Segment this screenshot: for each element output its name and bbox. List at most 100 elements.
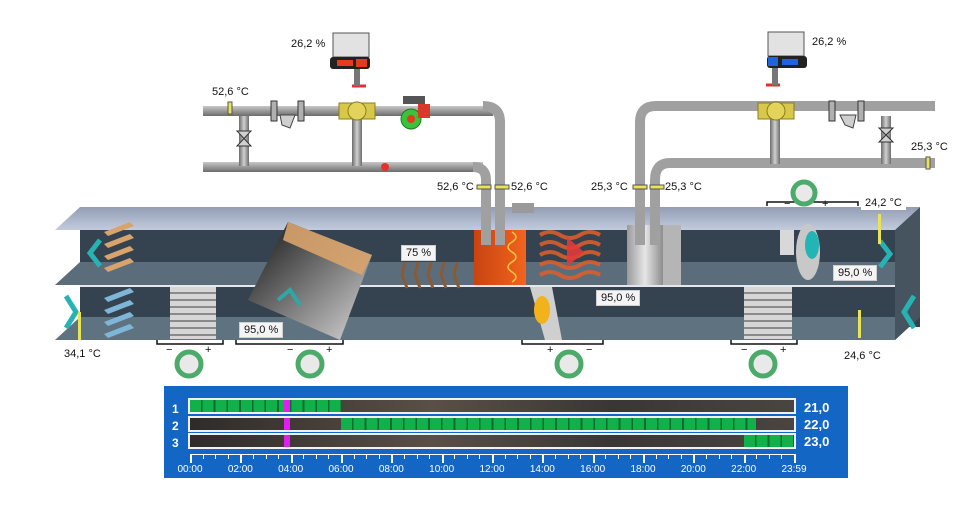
time-tick	[542, 454, 545, 463]
time-tick	[366, 454, 368, 459]
current-time-marker	[284, 435, 291, 447]
cooling-coil-in-temp: 25,3 °C	[591, 181, 628, 193]
heating-valve-position: 26,2 %	[291, 38, 326, 50]
plus-sign: +	[780, 344, 787, 356]
heating-active-arrow-icon	[567, 237, 584, 267]
return-air-arrow-icon	[901, 294, 917, 330]
heating-pump[interactable]	[400, 96, 430, 130]
cooling-coil-out-temp: 25,3 °C	[665, 181, 702, 193]
schedule-row-index: 2	[172, 419, 179, 433]
schedule-active-segment[interactable]	[190, 400, 341, 412]
schedule-row-1[interactable]	[188, 398, 796, 414]
time-tick	[454, 454, 456, 459]
heating-actuator[interactable]	[330, 32, 370, 86]
time-tick	[492, 454, 494, 463]
current-time-marker	[284, 400, 291, 412]
minus-sign: −	[784, 198, 791, 210]
time-tick	[303, 454, 305, 459]
heating-supply-temp: 52,6 °C	[212, 86, 249, 98]
heating-coil-in-sensor	[476, 184, 492, 190]
heating-3way-valve[interactable]	[338, 101, 376, 121]
heating-coil-out-sensor	[494, 184, 510, 190]
schedule-row-index: 1	[172, 402, 179, 416]
time-tick	[705, 454, 707, 459]
cooling-3way-valve[interactable]	[757, 101, 795, 121]
time-tick	[630, 454, 632, 459]
time-tick	[378, 454, 380, 459]
cooling-return-sensor	[925, 156, 931, 170]
time-label: 14:00	[529, 464, 555, 475]
time-tick	[353, 454, 355, 459]
supply-fan[interactable]	[780, 224, 820, 280]
plus-sign: +	[326, 344, 333, 356]
wheel-pressure-gauge[interactable]	[295, 349, 325, 379]
heat-recovery-wheel[interactable]	[248, 222, 372, 340]
heating-coil-in-temp: 52,6 °C	[437, 181, 474, 193]
schedule-setpoint: 22,0	[804, 417, 830, 432]
outdoor-air-damper[interactable]	[104, 288, 134, 338]
filter-pressure-gauge-1[interactable]	[174, 349, 204, 379]
time-label: 16:00	[580, 464, 606, 475]
outdoor-temp-sensor	[78, 312, 81, 340]
outdoor-air-arrow-icon	[63, 294, 79, 330]
outdoor-air-filter	[170, 287, 216, 339]
filter-pressure-gauge-2[interactable]	[748, 349, 778, 379]
time-tick	[567, 454, 569, 459]
time-tick	[643, 454, 645, 463]
supply-fan-pressure-gauge[interactable]	[790, 179, 818, 207]
heating-supply-sensor	[227, 101, 233, 115]
extract-fan[interactable]	[530, 287, 562, 340]
schedule-setpoint: 21,0	[804, 400, 830, 415]
time-tick	[592, 454, 595, 463]
bypass-damper[interactable]	[400, 261, 461, 289]
schedule-row-2[interactable]	[188, 416, 796, 432]
cooling-valve-position: 26,2 %	[812, 36, 847, 48]
minus-sign: −	[741, 344, 748, 356]
schedule-setpoint: 23,0	[804, 434, 830, 449]
supply-temp: 24,2 °C	[861, 196, 906, 210]
time-tick	[416, 454, 418, 459]
schedule-active-segment[interactable]	[743, 435, 794, 447]
time-tick	[693, 454, 696, 463]
schedule-row-3[interactable]	[188, 433, 796, 449]
time-tick	[202, 454, 204, 459]
minus-sign: −	[166, 344, 173, 356]
time-tick	[781, 454, 783, 459]
time-tick	[215, 454, 217, 459]
plus-sign: +	[547, 344, 554, 356]
extract-fan-pressure-gauge[interactable]	[554, 349, 584, 379]
time-tick	[328, 454, 330, 459]
cooling-return-temp: 25,3 °C	[911, 141, 948, 153]
time-label: 00:00	[177, 464, 203, 475]
time-tick	[278, 454, 280, 459]
exhaust-damper[interactable]	[104, 222, 134, 272]
time-tick	[341, 454, 343, 463]
time-tick	[391, 454, 394, 463]
minus-sign: −	[287, 344, 294, 356]
heat-wheel-percent: 95,0 %	[239, 322, 284, 338]
time-tick	[580, 454, 582, 459]
cooling-actuator[interactable]	[767, 31, 807, 85]
time-tick	[479, 454, 481, 459]
exhaust-temp: 24,6 °C	[844, 350, 881, 362]
time-label: 12:00	[479, 464, 505, 475]
supply-temp-sensor	[878, 214, 881, 244]
time-label: 04:00	[278, 464, 304, 475]
time-tick	[240, 454, 243, 463]
heating-balancing-valve-icon[interactable]	[235, 130, 253, 147]
time-tick	[655, 454, 657, 459]
time-tick	[680, 454, 682, 459]
time-tick	[743, 454, 746, 463]
time-tick	[768, 454, 770, 459]
time-label: 06:00	[328, 464, 354, 475]
extract-fan-percent: 95,0 %	[596, 290, 641, 306]
time-tick	[190, 454, 192, 463]
supply-air-arrow-icon	[878, 239, 894, 269]
time-tick	[265, 454, 267, 459]
time-tick	[529, 454, 531, 459]
time-label: 08:00	[378, 464, 404, 475]
schedule-active-segment[interactable]	[341, 418, 757, 430]
cooling-balancing-valve-icon[interactable]	[877, 127, 895, 143]
